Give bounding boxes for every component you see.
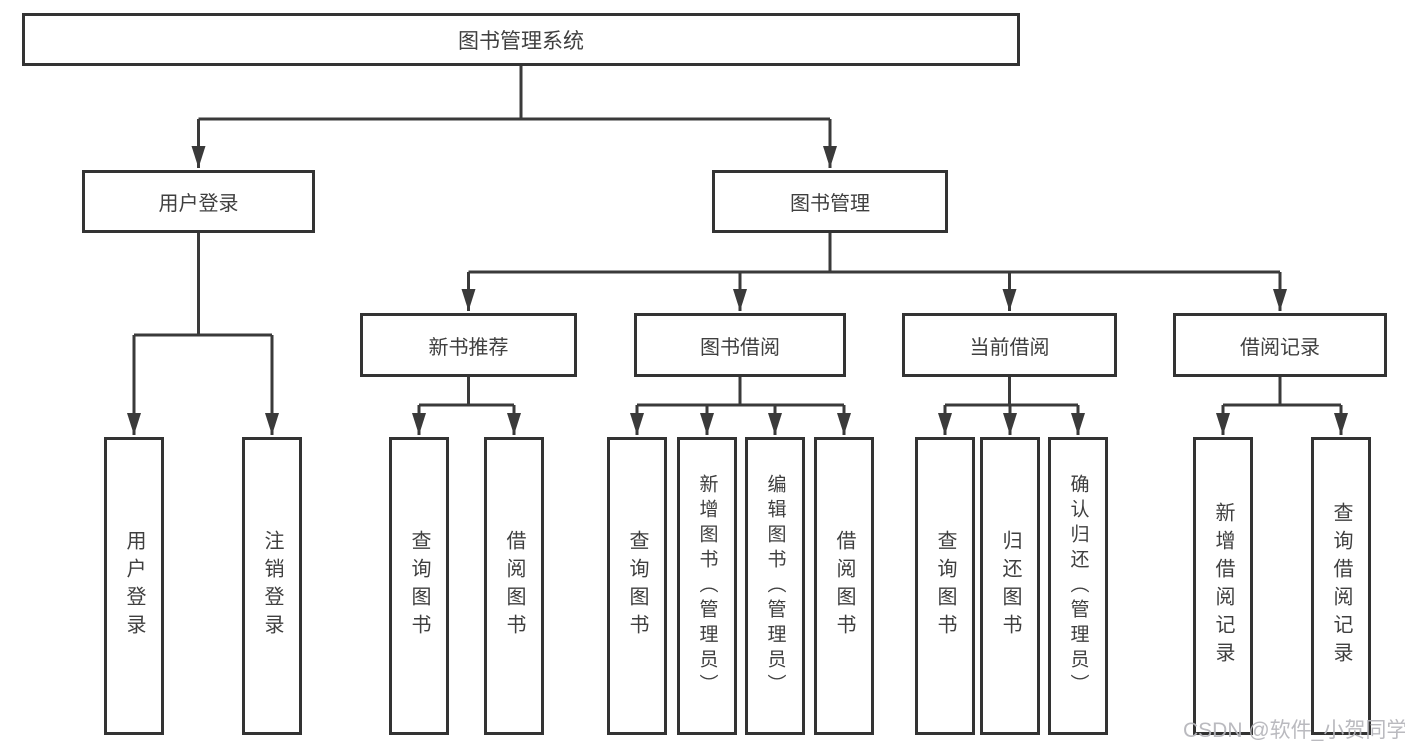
node-label: 新书推荐 [428, 336, 509, 359]
leaf-query-books-borrowing: 查询图书 [607, 437, 667, 735]
leaf-label: 查询图书 [408, 530, 430, 642]
leaf-confirm-return-admin: 确认归还（管理员） [1048, 437, 1108, 735]
leaf-label: 归还图书 [999, 530, 1021, 642]
node-label: 借阅记录 [1240, 336, 1320, 359]
node-current-borrowing: 当前借阅 [902, 313, 1117, 377]
node-borrowing-records: 借阅记录 [1173, 313, 1387, 377]
leaf-borrow-books: 借阅图书 [814, 437, 874, 735]
node-book-borrowing: 图书借阅 [634, 313, 846, 377]
node-book-management: 图书管理 [712, 170, 948, 233]
leaf-label: 查询借阅记录 [1330, 502, 1352, 670]
leaf-user-login: 用户登录 [104, 437, 164, 735]
node-label: 图书管理 [790, 193, 870, 215]
leaf-label: 新增借阅记录 [1212, 502, 1234, 670]
leaf-return-books: 归还图书 [980, 437, 1040, 735]
node-label: 图书管理系统 [458, 29, 584, 53]
leaf-query-borrow-record: 查询借阅记录 [1311, 437, 1371, 735]
leaf-label: 用户登录 [123, 530, 145, 642]
leaf-label: 查询图书 [626, 530, 648, 642]
node-label: 当前借阅 [969, 336, 1050, 359]
leaf-logout: 注销登录 [242, 437, 302, 735]
leaf-label: 确认归还（管理员） [1067, 473, 1089, 699]
leaf-query-books-recommend: 查询图书 [389, 437, 449, 735]
leaf-add-books-admin: 新增图书（管理员） [677, 437, 737, 735]
leaf-label: 借阅图书 [503, 530, 525, 642]
leaf-add-borrow-record: 新增借阅记录 [1193, 437, 1253, 735]
leaf-label: 查询图书 [934, 530, 956, 642]
leaf-label: 借阅图书 [833, 530, 855, 642]
leaf-label: 注销登录 [261, 530, 283, 642]
node-new-book-recommendation: 新书推荐 [360, 313, 577, 377]
node-user-login: 用户登录 [82, 170, 315, 233]
leaf-label: 新增图书（管理员） [696, 473, 718, 699]
node-label: 用户登录 [158, 193, 239, 215]
leaf-edit-books-admin: 编辑图书（管理员） [745, 437, 805, 735]
csdn-watermark: CSDN @软件_小贺同学 [1183, 719, 1405, 742]
node-library-management-system: 图书管理系统 [22, 13, 1020, 66]
leaf-query-books-current: 查询图书 [915, 437, 975, 735]
leaf-label: 编辑图书（管理员） [764, 473, 786, 699]
node-label: 图书借阅 [700, 336, 780, 359]
leaf-borrow-books-recommend: 借阅图书 [484, 437, 544, 735]
